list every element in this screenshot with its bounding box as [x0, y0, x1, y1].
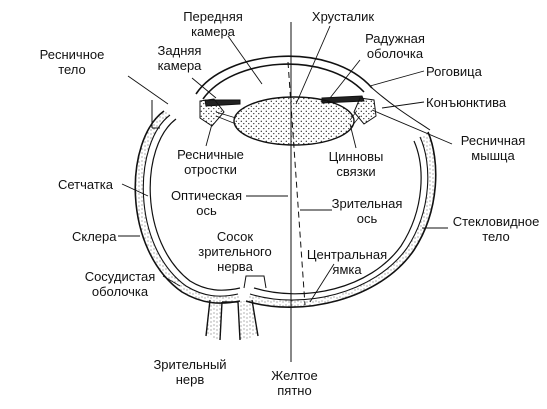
cornea-shape	[195, 55, 373, 100]
label-conjunctiva: Конъюнктива	[426, 95, 507, 110]
lens-shape	[233, 96, 355, 146]
callout-brackets	[151, 100, 267, 289]
label-retina: Сетчатка	[58, 177, 114, 192]
visual-axis-line	[287, 61, 306, 306]
zonule-lines	[215, 111, 361, 127]
conjunctiva-line	[371, 87, 431, 131]
label-cornea: Роговица	[426, 64, 482, 79]
optic-nerve-fill	[206, 300, 222, 340]
optic-nerve-fill-right	[238, 300, 258, 340]
label-sclera: Склера	[72, 229, 117, 244]
ciliary-body-shape	[199, 97, 377, 127]
retina-inner	[149, 118, 422, 295]
leader-lines	[118, 25, 453, 303]
label-lens: Хрусталик	[311, 9, 375, 24]
